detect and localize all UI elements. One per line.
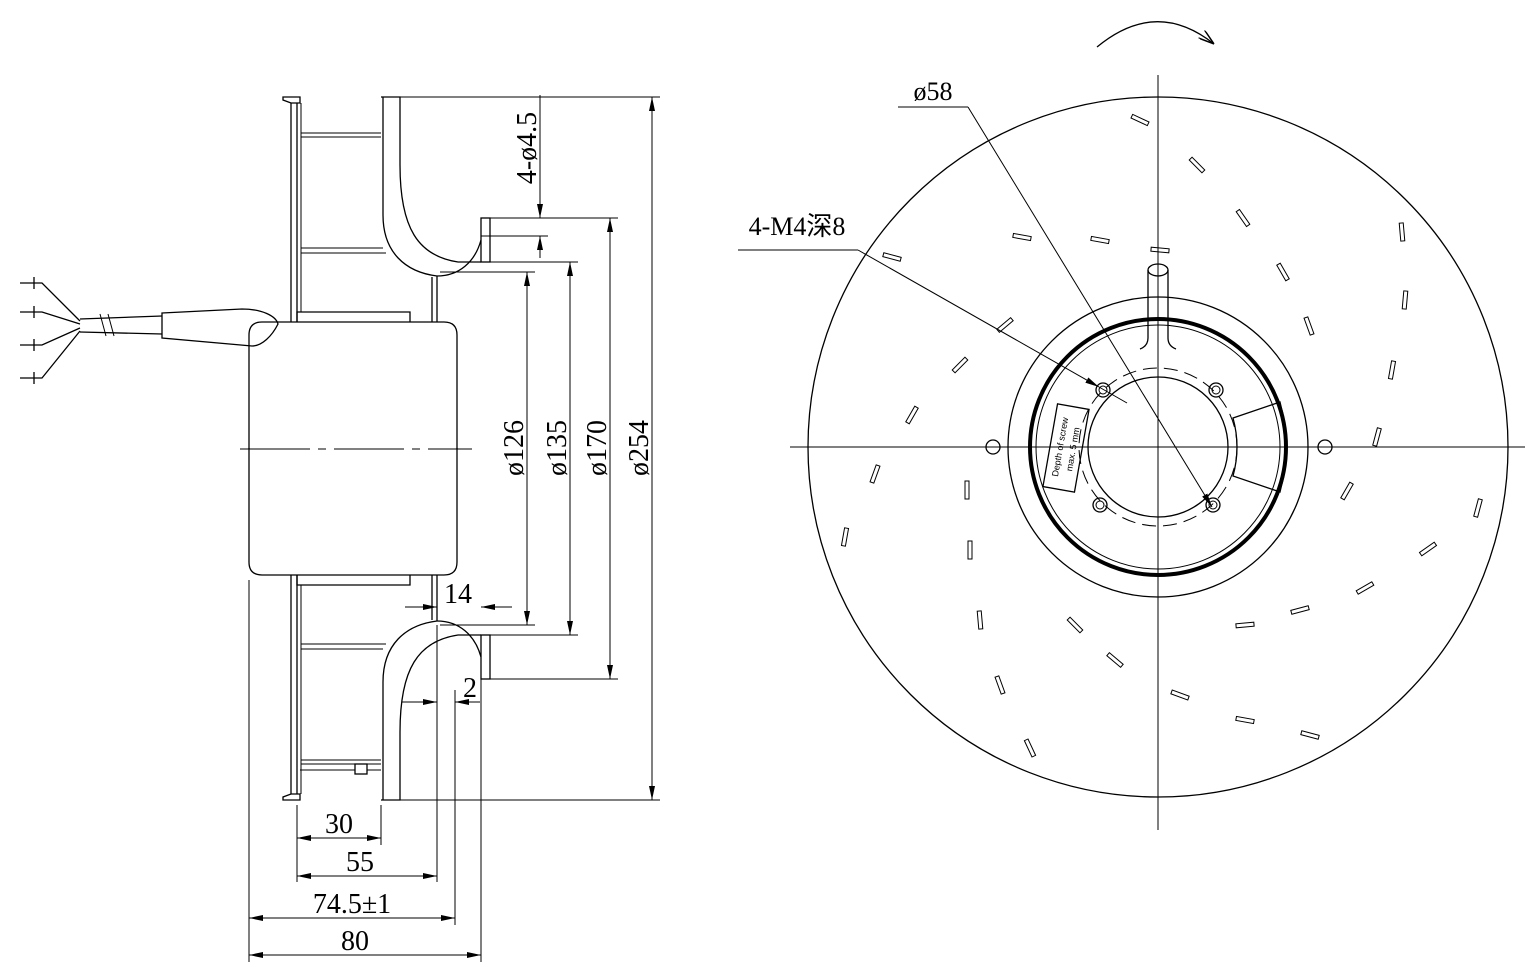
blade-outline-dash <box>1188 156 1206 174</box>
leader-dia-58: ø58 <box>898 77 1213 508</box>
dim-label-55: 55 <box>346 847 374 878</box>
axial-dimensions: 14 2 30 55 74.5±1 80 <box>248 579 512 962</box>
mounting-hole-right <box>1317 439 1333 455</box>
cable-sheath <box>161 308 279 347</box>
blade-outline-dash <box>976 610 984 630</box>
screw-hole <box>1092 497 1108 513</box>
motor-outline <box>248 321 458 449</box>
balance-clip <box>300 763 381 775</box>
rotor-ring-inner <box>1035 324 1281 570</box>
fan-side-upper-half <box>248 96 491 449</box>
blade-outline-dash <box>1401 290 1409 310</box>
leader-line <box>967 106 1213 508</box>
clip-body <box>354 763 368 775</box>
blade-outline-dash <box>1398 222 1406 242</box>
blade-outline-dash <box>1355 581 1375 595</box>
blade-outline-dash <box>1473 498 1483 518</box>
wire <box>20 327 81 346</box>
blade-outline-dash <box>1235 621 1255 629</box>
dim-label-30: 30 <box>325 809 353 840</box>
screw-hole <box>1208 382 1224 398</box>
blade-outline-dash <box>1170 689 1190 701</box>
mounting-hole-left <box>985 439 1001 455</box>
blade-outline-dash <box>1106 651 1124 669</box>
blade-outline-dash <box>1387 360 1397 380</box>
cable-outlet-tube <box>1139 263 1177 350</box>
cable-break-mark <box>99 313 107 337</box>
blade-outline-dash <box>1303 316 1315 336</box>
backplate-flange <box>282 96 301 104</box>
leader-line <box>857 249 1100 388</box>
blade-outline-dash <box>967 540 973 560</box>
wire <box>20 282 81 322</box>
tube-side <box>1167 270 1177 350</box>
blade-outline-dash <box>840 527 850 547</box>
center-bore <box>1087 376 1229 518</box>
side-view: ø254 ø170 ø135 ø126 4-ø4.5 <box>20 95 660 962</box>
dim-label-dia-126: ø126 <box>499 420 530 476</box>
screw-hole-thread <box>1211 385 1221 395</box>
dim-label-74-5: 74.5±1 <box>313 889 391 920</box>
shroud-inner-contour <box>382 97 438 277</box>
dim-label-thread: 4-M4深8 <box>749 212 846 241</box>
dim-label-80: 80 <box>341 926 369 957</box>
dim-label-2: 2 <box>463 673 477 704</box>
blade-outline-dash <box>1130 113 1150 127</box>
blade-outline-dash <box>1012 232 1032 242</box>
wire <box>20 330 81 379</box>
hub-outer-circle <box>1007 296 1309 598</box>
blade-outline-dash <box>1023 738 1037 758</box>
wire <box>20 311 81 325</box>
blade-outline-dash <box>1066 616 1084 634</box>
blade-outline-dash <box>994 675 1006 695</box>
blade-outline-dash <box>1235 208 1251 228</box>
dim-label-holes: 4-ø4.5 <box>512 112 543 184</box>
screw-hole <box>1095 382 1111 398</box>
blade-outline-dash <box>1372 427 1382 447</box>
shroud-outer-contour <box>381 96 481 263</box>
blade-outline-dash <box>964 480 970 500</box>
blade-outline-dash <box>1418 541 1438 557</box>
blade-outline-dash <box>1090 235 1110 245</box>
leader-line <box>1098 386 1128 404</box>
dim-label-14: 14 <box>444 579 472 610</box>
blade-outline-dash <box>1276 262 1290 282</box>
cable-line <box>79 315 163 320</box>
screw-hole-thread <box>1098 385 1108 395</box>
dim-label-dia-254: ø254 <box>624 420 655 476</box>
screw-depth-label: Depth of screw max. 5 mm <box>1042 403 1090 493</box>
blade-outline-dash <box>1235 715 1255 725</box>
cable-break-mark <box>107 313 115 337</box>
blade-outline-dash <box>951 356 969 374</box>
inlet-flange <box>480 217 491 263</box>
blade-outline-dash <box>882 252 902 262</box>
blade-outline-dash <box>996 316 1014 334</box>
power-cable <box>20 277 279 384</box>
blade-outline-dash <box>905 405 919 425</box>
blade-outline-dash <box>1290 605 1310 615</box>
blade-outline-dash <box>869 464 881 484</box>
hub-plate <box>296 311 411 322</box>
fan-side-lower-half <box>248 447 491 801</box>
dim-label-dia-58: ø58 <box>914 77 953 106</box>
dim-label-dia-170: ø170 <box>582 420 613 476</box>
blade-outlines <box>840 113 1483 758</box>
label-frame <box>1042 403 1090 493</box>
rotation-direction-arrow <box>1096 21 1214 48</box>
blade-outline-dash <box>1340 481 1354 501</box>
rotor-window <box>1232 401 1287 493</box>
blade-outline-dash <box>1150 246 1170 254</box>
tube-side <box>1139 270 1149 350</box>
tube-opening <box>1147 263 1169 277</box>
front-view: Depth of screw max. 5 mm ø58 4-M4深8 <box>738 21 1525 830</box>
dim-label-dia-135: ø135 <box>542 420 573 476</box>
blade-outline-dash <box>1300 730 1320 740</box>
diameter-dimensions: ø254 ø170 ø135 ø126 4-ø4.5 <box>400 95 660 801</box>
screw-hole-thread <box>1095 500 1105 510</box>
leader-thread: 4-M4深8 <box>738 212 1128 404</box>
cable-line <box>79 331 163 335</box>
inlet-lip <box>436 239 482 277</box>
